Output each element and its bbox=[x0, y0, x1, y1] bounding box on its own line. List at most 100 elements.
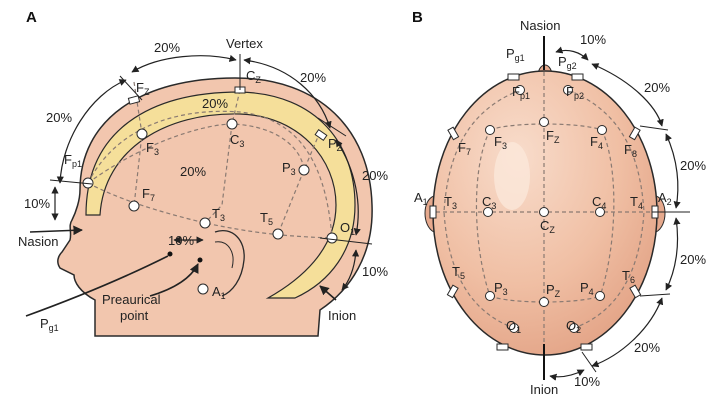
label-b-a1: A1 bbox=[414, 190, 428, 207]
label-b-pg1: Pg1 bbox=[506, 46, 525, 63]
label-b-fz: FZ bbox=[546, 128, 560, 145]
label-b-o1: O1 bbox=[506, 318, 521, 335]
label-b-c3: C3 bbox=[482, 194, 496, 211]
label-a-o1: O1 bbox=[340, 220, 355, 237]
label-a-pg1: Pg1 bbox=[40, 316, 59, 333]
skull-bone-band bbox=[85, 91, 356, 299]
pad-b-t5 bbox=[446, 284, 459, 299]
label-b-f4: F4 bbox=[590, 134, 603, 151]
ear-inner bbox=[214, 241, 234, 269]
label-b-t3: T3 bbox=[444, 194, 457, 211]
percent-a-4: 20% bbox=[362, 168, 388, 183]
percent-b-3: 20% bbox=[680, 252, 706, 267]
pad-pz bbox=[314, 128, 328, 142]
label-b-t5: T5 bbox=[452, 264, 465, 281]
label-b-c4: C4 bbox=[592, 194, 606, 211]
pad-b-o2 bbox=[580, 343, 593, 351]
label-b-p4: P4 bbox=[580, 280, 594, 297]
percent-b-2: 20% bbox=[680, 158, 706, 173]
electrode-b-fz bbox=[539, 117, 549, 127]
label-a-cz: CZ bbox=[246, 68, 261, 85]
vertex-label: Vertex bbox=[226, 36, 263, 51]
electrode-b-fp2 bbox=[563, 85, 573, 95]
percent-b-0: 10% bbox=[580, 32, 606, 47]
percent-a-3: 20% bbox=[202, 96, 228, 111]
head-highlight bbox=[494, 142, 530, 210]
electrode-p3 bbox=[298, 164, 310, 176]
panel-a-pointers bbox=[25, 225, 337, 317]
label-b-pg2: Pg2 bbox=[558, 54, 577, 71]
panel-a-letter: A bbox=[26, 9, 37, 26]
label-b-o2: O2 bbox=[566, 318, 581, 335]
label-a-p3: P3 bbox=[282, 160, 296, 177]
pad-fz bbox=[127, 95, 141, 105]
label-b-cz: CZ bbox=[540, 218, 555, 235]
electrode-f7 bbox=[128, 200, 140, 212]
label-b-t6: T6 bbox=[622, 268, 635, 285]
pad-b-f8 bbox=[628, 126, 641, 141]
electrode-b-o2 bbox=[569, 323, 579, 333]
electrode-o1 bbox=[326, 232, 338, 244]
panel-b: B Nasion Inion 10% 20% 20% 20% 20% 10% P… bbox=[412, 9, 706, 397]
label-a-fz: FZ bbox=[136, 80, 150, 97]
label-b-f3: F3 bbox=[494, 134, 507, 151]
electrode-a1 bbox=[197, 283, 209, 295]
label-b-f8: F8 bbox=[624, 142, 637, 159]
electrode-b-pz bbox=[539, 297, 549, 307]
panel-a-measure-arcs bbox=[51, 54, 361, 291]
pad-b-f7 bbox=[447, 126, 460, 141]
label-a-a1: A1 bbox=[212, 284, 226, 301]
panel-a-ticks bbox=[49, 54, 373, 245]
pad-b-o1 bbox=[496, 343, 509, 351]
label-a-t5: T5 bbox=[260, 210, 273, 227]
percent-b-5: 10% bbox=[574, 374, 600, 389]
pad-b-t3 bbox=[429, 205, 437, 219]
panel-b-ticks bbox=[581, 125, 690, 373]
inion-label-a: Inion bbox=[328, 308, 356, 323]
label-b-fp2: Fp2 bbox=[566, 84, 584, 101]
label-b-pz: PZ bbox=[546, 282, 561, 299]
percent-b-1: 20% bbox=[644, 80, 670, 95]
electrode-b-f4 bbox=[597, 125, 607, 135]
label-b-t4: T4 bbox=[630, 194, 643, 211]
electrode-b-o1 bbox=[509, 323, 519, 333]
electrode-b-p3 bbox=[485, 291, 495, 301]
panel-b-measure-arcs bbox=[549, 46, 681, 381]
electrode-b-c3 bbox=[483, 207, 493, 217]
percent-a-1: 20% bbox=[300, 70, 326, 85]
label-a-pz: PZ bbox=[328, 136, 343, 153]
electrode-b-c4 bbox=[595, 207, 605, 217]
electrode-c3 bbox=[226, 118, 238, 130]
inion-label-b: Inion bbox=[530, 382, 558, 397]
preauricular-dot-1 bbox=[167, 251, 173, 257]
pad-b-pg1 bbox=[507, 73, 520, 81]
panel-a: A Vertex Nasion Inion Preaurical point 2… bbox=[18, 9, 388, 337]
preauricular-label-1: Preaurical bbox=[102, 292, 161, 307]
electrode-b-cz bbox=[539, 207, 549, 217]
preauricular-dot-2 bbox=[197, 257, 203, 263]
pad-b-pg2 bbox=[571, 73, 584, 81]
electrode-b-f3 bbox=[485, 125, 495, 135]
label-a-f7: F7 bbox=[142, 186, 155, 203]
electrode-t3 bbox=[199, 217, 211, 229]
percent-a-2: 20% bbox=[46, 110, 72, 125]
electrode-b-p4 bbox=[595, 291, 605, 301]
percent-a-7: 10% bbox=[362, 264, 388, 279]
percent-a-6: 10% bbox=[168, 233, 194, 248]
electrode-b-fp1 bbox=[515, 85, 525, 95]
nasion-label-a: Nasion bbox=[18, 234, 58, 249]
percent-a-8: 20% bbox=[180, 164, 206, 179]
percent-a-5: 10% bbox=[24, 196, 50, 211]
percent-a-0: 20% bbox=[154, 40, 180, 55]
label-a-t3: T3 bbox=[212, 206, 225, 223]
label-b-a2: A2 bbox=[658, 190, 672, 207]
ear-shape bbox=[214, 230, 245, 297]
panel-b-electrodes bbox=[483, 85, 607, 333]
label-b-p3: P3 bbox=[494, 280, 508, 297]
panel-b-letter: B bbox=[412, 9, 423, 26]
pad-b-t6 bbox=[629, 284, 642, 299]
preauricular-label-2: point bbox=[120, 308, 149, 323]
label-a-f3: F3 bbox=[146, 140, 159, 157]
